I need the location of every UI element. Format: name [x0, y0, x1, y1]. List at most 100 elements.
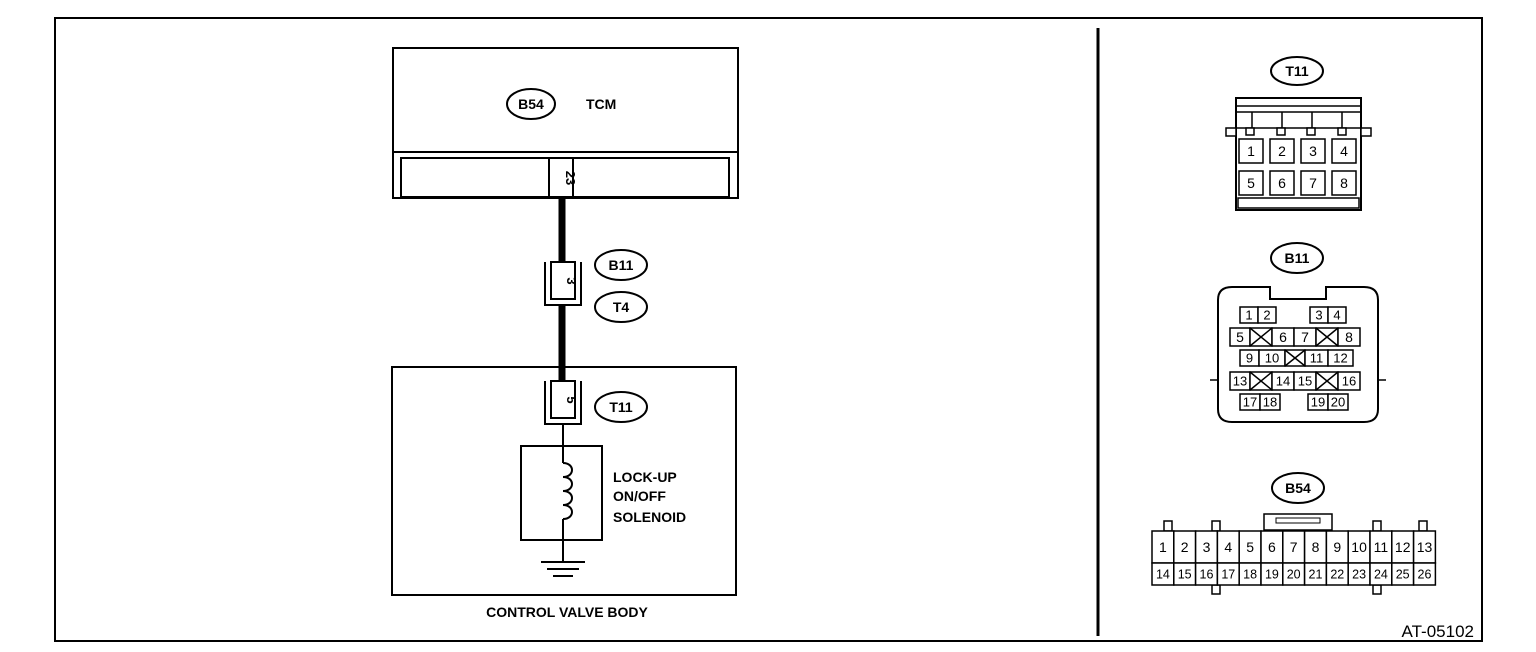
- pin-cell: 3: [1309, 306, 1329, 324]
- pin-cell: 17: [1239, 393, 1261, 411]
- pin-number: 3: [1309, 143, 1317, 159]
- pin-cell: 16: [1194, 562, 1219, 586]
- control-valve-body: 5 T11 LOCK-UP ON/OFF SOLENOID: [391, 366, 737, 596]
- pin-cell: 18: [1238, 562, 1262, 586]
- pin-number: 6: [1268, 539, 1276, 555]
- pin-cell: 11: [1304, 349, 1329, 367]
- pin-cell: 11: [1369, 530, 1393, 564]
- b11-label: B11: [609, 257, 634, 273]
- pin-number: 5: [1247, 175, 1255, 191]
- pin-cell: 23: [1347, 562, 1371, 586]
- pin-cell: 19: [1260, 562, 1284, 586]
- pin-number: 3: [1203, 539, 1211, 555]
- t11-badge: [594, 391, 648, 423]
- blank-cavity: [1284, 349, 1306, 367]
- pin-number: 5: [1236, 329, 1244, 345]
- pin-number: 15: [1178, 568, 1192, 582]
- pin-cell: 4: [1327, 306, 1347, 324]
- pin-cell: 12: [1327, 349, 1354, 367]
- pin-number: 1: [1159, 539, 1167, 555]
- pin-number: 19: [1311, 395, 1325, 410]
- pin-cell: 13: [1229, 371, 1251, 391]
- pin-number: 8: [1340, 175, 1348, 191]
- pin-number: 13: [1233, 374, 1247, 389]
- pin-cell: 1: [1238, 138, 1264, 164]
- pin-number: 24: [1374, 568, 1388, 582]
- pin-number: 10: [1351, 539, 1367, 555]
- solenoid-label-line-3: SOLENOID: [613, 509, 686, 525]
- solenoid-label-line-1: LOCK-UP: [613, 469, 677, 485]
- pin-number: 14: [1156, 568, 1170, 582]
- pin-number: 6: [1279, 329, 1287, 345]
- pin-number: 9: [1246, 351, 1253, 366]
- t11-label: T11: [609, 399, 633, 415]
- b11-t4-terminal-number: 3: [564, 277, 579, 284]
- pin-cell: 19: [1307, 393, 1329, 411]
- b11-view-badge: [1270, 242, 1324, 274]
- tcm-connector-label: B54: [518, 96, 544, 112]
- pin-cell: 7: [1293, 327, 1317, 347]
- pin-number: 4: [1333, 308, 1340, 323]
- pin-number: 11: [1310, 351, 1324, 366]
- blank-cavity: [1315, 371, 1339, 391]
- pin-cell: 10: [1347, 530, 1371, 564]
- pin-number: 16: [1342, 374, 1356, 389]
- pin-cell: 14: [1151, 562, 1175, 586]
- pin-cell: 6: [1269, 170, 1295, 196]
- pin-cell: 25: [1391, 562, 1415, 586]
- pin-cell: 4: [1331, 138, 1357, 164]
- tcm-connector-badge: [506, 88, 556, 120]
- outer-frame: [54, 17, 1483, 642]
- pin-number: 12: [1333, 351, 1347, 366]
- b54-view-label: B54: [1285, 480, 1311, 496]
- t11-view-badge: [1270, 56, 1324, 86]
- pin-cell: 7: [1300, 170, 1326, 196]
- pin-cell: 22: [1325, 562, 1349, 586]
- pin-number: 8: [1312, 539, 1320, 555]
- pin-cell: 1: [1151, 530, 1175, 564]
- pin-number: 26: [1418, 568, 1432, 582]
- pin-number: 10: [1265, 351, 1279, 366]
- pin-cell: 20: [1327, 393, 1349, 411]
- pin-number: 13: [1417, 539, 1433, 555]
- pin-cell: 16: [1337, 371, 1361, 391]
- blank-cavity: [1249, 371, 1273, 391]
- pin-number: 5: [1246, 539, 1254, 555]
- t4-label: T4: [613, 299, 630, 315]
- t11-view-label: T11: [1285, 63, 1309, 79]
- blank-cavity: [1315, 327, 1339, 347]
- pin-cell: 3: [1300, 138, 1326, 164]
- pin-cell: 2: [1173, 530, 1197, 564]
- pin-cell: 12: [1391, 530, 1415, 564]
- pin-cell: 6: [1271, 327, 1295, 347]
- pin-number: 2: [1263, 308, 1270, 323]
- pin-cell: 9: [1239, 349, 1260, 367]
- pin-cell: 14: [1271, 371, 1295, 391]
- pin-number: 21: [1309, 568, 1323, 582]
- pin-number: 2: [1181, 539, 1189, 555]
- control-valve-body-label: CONTROL VALVE BODY: [486, 604, 648, 620]
- pin-number: 7: [1290, 539, 1298, 555]
- ground-icon: [541, 561, 585, 577]
- b54-view-badge: [1271, 472, 1325, 504]
- figure-id: AT-05102: [1402, 622, 1474, 641]
- tcm-name: TCM: [586, 96, 616, 112]
- pin-number: 9: [1333, 539, 1341, 555]
- pin-number: 20: [1331, 395, 1345, 410]
- pin-number: 17: [1243, 395, 1257, 410]
- pin-number: 6: [1278, 175, 1286, 191]
- pin-number: 18: [1263, 395, 1277, 410]
- pin-number: 3: [1315, 308, 1322, 323]
- pin-cell: 26: [1412, 562, 1437, 586]
- pin-number: 15: [1298, 374, 1312, 389]
- pin-cell: 13: [1412, 530, 1437, 564]
- pin-number: 7: [1301, 329, 1309, 345]
- pin-cell: 4: [1216, 530, 1240, 564]
- pin-cell: 21: [1303, 562, 1328, 586]
- pin-number: 18: [1243, 568, 1257, 582]
- tcm-terminal-number: 23: [563, 171, 578, 185]
